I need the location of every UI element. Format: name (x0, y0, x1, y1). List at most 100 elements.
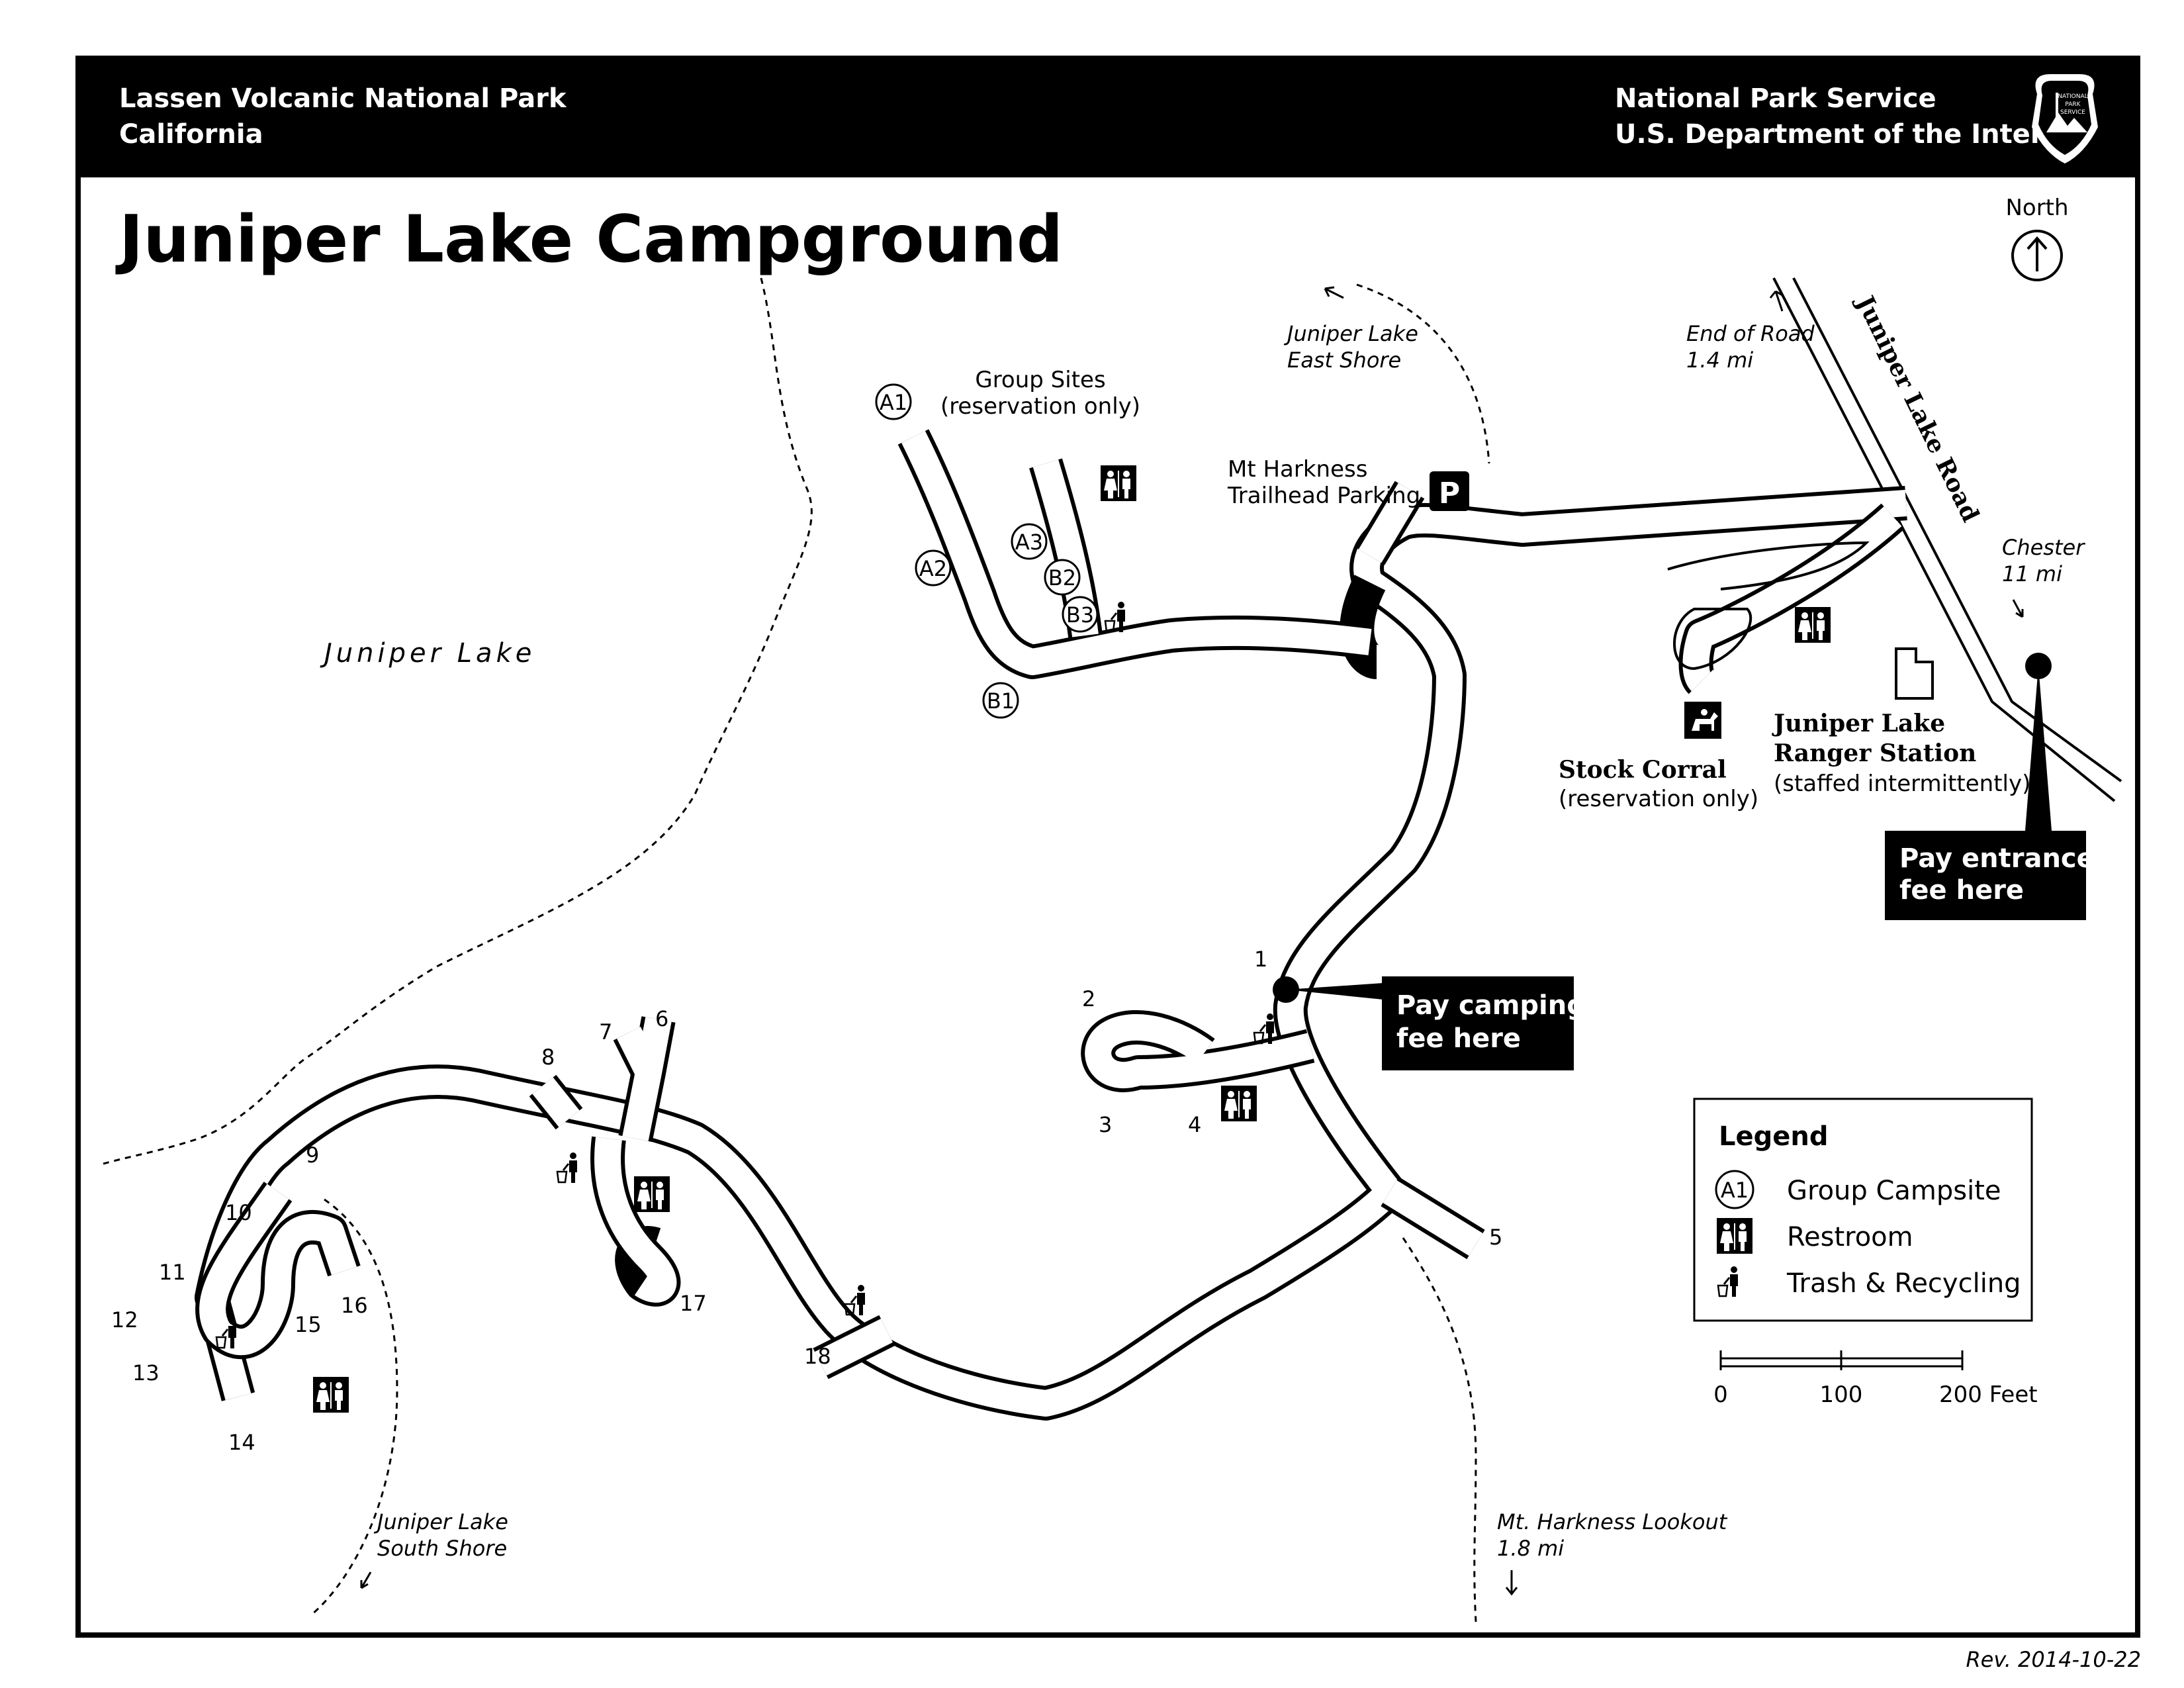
campsite-1: 1 (1254, 947, 1267, 972)
scale-tick-200: 200 Feet (1939, 1382, 2038, 1408)
group-campsite-b3: B3 (1062, 596, 1099, 633)
agency-name: National Park Service (1615, 83, 1936, 114)
campsite-8: 8 (541, 1045, 555, 1070)
lookout-label-line2: 1.8 mi (1497, 1536, 1564, 1561)
campsite-10: 10 (225, 1200, 252, 1225)
north-label: North (2005, 195, 2068, 221)
campsite-12: 12 (111, 1307, 138, 1333)
end-of-road-label-line2: 1.4 mi (1686, 348, 1753, 373)
campsite-14: 14 (228, 1430, 255, 1455)
campsite-6: 6 (655, 1006, 668, 1031)
legend-trash-label: Trash & Recycling (1786, 1268, 2021, 1299)
scale-tick-100: 100 (1820, 1382, 1863, 1408)
group-campsite-icon: A1 (1715, 1170, 1754, 1209)
south-shore-arrow-icon (360, 1571, 372, 1589)
svg-text:A1: A1 (880, 390, 907, 415)
campsite-2: 2 (1082, 986, 1095, 1011)
revision-date: Rev. 2014-10-22 (1966, 1647, 2141, 1672)
horse-icon (1684, 702, 1721, 739)
campsite-3: 3 (1099, 1112, 1112, 1137)
camping-fee-line1: Pay camping (1396, 990, 1586, 1021)
east-shore-trail (1356, 283, 1490, 464)
east-shore-label-line1: Juniper Lake (1283, 321, 1418, 346)
stock-corral-note: (reservation only) (1559, 786, 1758, 812)
entrance-fee-callout: Pay entrance fee here (1885, 653, 2095, 920)
chester-label-line2: 11 mi (2002, 561, 2062, 586)
east-shore-label-line2: East Shore (1287, 348, 1401, 373)
svg-text:P: P (1439, 477, 1460, 510)
svg-text:PARK: PARK (2065, 101, 2081, 108)
ranger-station-label-line2: Ranger Station (1774, 739, 1976, 767)
restroom-icon-site-4 (1221, 1086, 1257, 1121)
department-name: U.S. Department of the Interior (1615, 119, 2084, 150)
restroom-icon-group-sites (1101, 465, 1136, 501)
end-of-road-label-line1: End of Road (1686, 321, 1815, 346)
scale-bar: 0 100 200 Feet (1713, 1350, 2038, 1408)
scale-tick-0: 0 (1713, 1382, 1728, 1408)
entrance-fee-line1: Pay entrance (1899, 843, 2095, 874)
south-shore-label-line2: South Shore (377, 1536, 507, 1561)
restroom-icon-site-17 (634, 1176, 670, 1212)
entrance-fee-line2: fee here (1899, 875, 2024, 906)
ranger-station-building (1895, 647, 1934, 700)
campsite-15: 15 (295, 1312, 322, 1337)
campsite-13: 13 (132, 1360, 159, 1385)
group-campsite-b2: B2 (1044, 559, 1081, 596)
header-band (78, 58, 2138, 177)
state-name: California (119, 119, 263, 150)
restroom-icon (1717, 1218, 1752, 1254)
parking-icon: P (1430, 471, 1469, 511)
lookout-label-line1: Mt. Harkness Lookout (1497, 1509, 1728, 1534)
campsite-18: 18 (804, 1344, 831, 1369)
campsite-7: 7 (599, 1019, 612, 1045)
restroom-icon-west-loop (313, 1377, 349, 1413)
group-sites-label: Group Sites (975, 367, 1105, 393)
lake-label: Juniper Lake (320, 638, 535, 669)
svg-text:B3: B3 (1066, 602, 1094, 628)
page-title: Juniper Lake Campground (115, 202, 1063, 277)
harkness-lookout-trail (1402, 1237, 1477, 1622)
legend: Legend A1 Group Campsite Restroom Trash … (1693, 1098, 2033, 1322)
east-shore-arrow-icon (1324, 286, 1344, 299)
lookout-arrow-icon (1505, 1570, 1518, 1596)
road-network (195, 429, 1907, 1421)
end-of-road-arrow-icon (1769, 290, 1784, 312)
legend-restroom-label: Restroom (1787, 1222, 1913, 1252)
stock-corral-label: Stock Corral (1559, 756, 1727, 784)
nps-arrowhead-logo: NATIONAL PARK SERVICE (2032, 74, 2098, 164)
north-arrow: North (2005, 195, 2069, 281)
campsite-numbers: 1 2 3 4 5 6 7 8 9 10 11 12 13 14 15 16 1… (111, 947, 1502, 1455)
camping-fee-callout: Pay camping fee here (1273, 976, 1586, 1070)
campsite-11: 11 (159, 1260, 186, 1285)
group-campsite-markers: A1 A2 A3 B1 B2 B3 (875, 383, 1099, 719)
svg-text:A2: A2 (919, 556, 947, 581)
group-campsite-b1: B1 (982, 682, 1019, 719)
chester-arrow-icon (2012, 599, 2024, 618)
south-shore-label-line1: Juniper Lake (373, 1509, 508, 1534)
group-sites-note: (reservation only) (940, 393, 1140, 420)
group-campsite-a3: A3 (1011, 523, 1048, 560)
ranger-station-note: (staffed intermittently) (1774, 771, 2030, 797)
campsite-5: 5 (1489, 1225, 1502, 1250)
svg-text:B2: B2 (1048, 565, 1076, 590)
svg-text:B1: B1 (987, 688, 1015, 714)
campsite-16: 16 (341, 1293, 368, 1318)
ranger-station-label-line1: Juniper Lake (1772, 710, 1945, 737)
svg-text:NATIONAL: NATIONAL (2058, 93, 2087, 100)
trailhead-label-line1: Mt Harkness (1228, 456, 1367, 483)
campsite-4: 4 (1188, 1112, 1201, 1137)
legend-group-campsite-label: Group Campsite (1787, 1176, 2001, 1206)
chester-label-line1: Chester (2002, 535, 2085, 560)
camping-fee-line2: fee here (1396, 1023, 1521, 1054)
campsite-9: 9 (306, 1143, 319, 1168)
group-campsite-a2: A2 (915, 549, 952, 586)
svg-text:SERVICE: SERVICE (2060, 109, 2085, 116)
restroom-icon-ranger (1795, 607, 1831, 643)
legend-title: Legend (1719, 1121, 1829, 1152)
svg-text:A3: A3 (1015, 530, 1043, 555)
trailhead-label-line2: Trailhead Parking (1227, 483, 1420, 509)
group-campsite-a1: A1 (875, 383, 912, 420)
svg-text:A1: A1 (1721, 1178, 1749, 1203)
park-name: Lassen Volcanic National Park (119, 83, 567, 114)
